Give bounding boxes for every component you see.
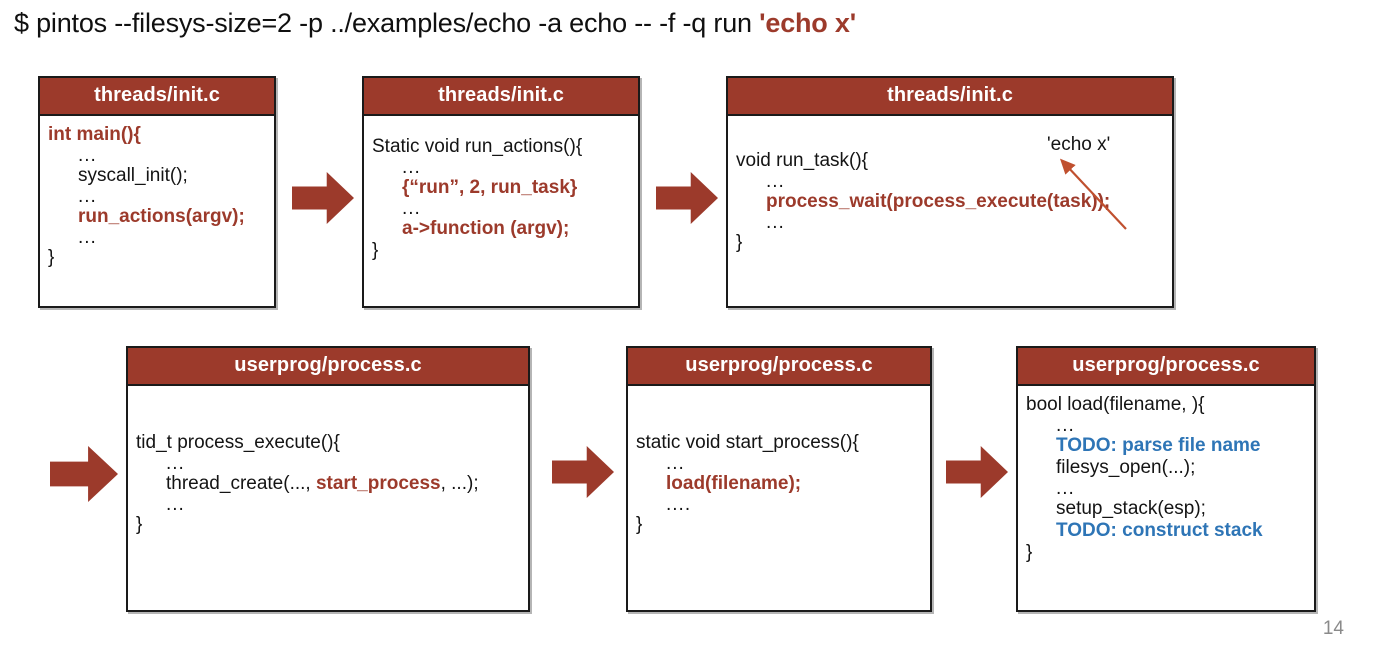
code-line: } xyxy=(736,232,743,254)
code-line: load(filename); xyxy=(666,473,802,495)
code-line-ellipsis: ... xyxy=(766,170,785,192)
code-line: process_wait(process_execute(task)); xyxy=(766,191,1111,213)
code-box-title: threads/init.c xyxy=(40,78,274,116)
code-box-load: userprog/process.c bool load(filename, )… xyxy=(1016,346,1316,612)
command-prefix: $ pintos --filesys-size=2 -p ../examples… xyxy=(14,8,760,38)
code-frag: thread_create(..., xyxy=(166,473,316,495)
code-frag-highlight: start_process xyxy=(315,473,441,495)
code-line: } xyxy=(48,247,55,269)
code-line-todo-parse: TODO: parse file name xyxy=(1056,435,1261,457)
code-line: static void start_process(){ xyxy=(636,432,859,453)
code-line: syscall_init(); xyxy=(78,165,188,187)
page-number: 14 xyxy=(1322,618,1344,639)
code-box-body: bool load(filename, ){ ... TODO: parse f… xyxy=(1018,386,1314,570)
flow-arrow-1 xyxy=(292,172,354,224)
code-box-title: userprog/process.c xyxy=(1018,348,1314,386)
code-spacer xyxy=(136,394,524,420)
flow-arrow-3 xyxy=(50,446,118,502)
code-box-body: static void start_process(){ ... load(fi… xyxy=(628,386,930,542)
code-spacer xyxy=(372,124,634,136)
code-box-process-execute: userprog/process.c tid_t process_execute… xyxy=(126,346,530,612)
code-line-ellipsis: .... xyxy=(666,493,692,515)
flow-arrow-4 xyxy=(552,446,614,498)
code-line-ellipsis: ... xyxy=(1056,414,1075,436)
code-box-title: userprog/process.c xyxy=(628,348,930,386)
code-line-ellipsis: ... xyxy=(78,227,97,248)
code-line: bool load(filename, ){ xyxy=(1026,394,1205,415)
echo-x-annotation-label: 'echo x' xyxy=(1047,134,1111,155)
code-box-init-runactions: threads/init.c Static void run_actions()… xyxy=(362,76,640,308)
code-box-init-runtask: threads/init.c void run_task(){ ... proc… xyxy=(726,76,1174,308)
pintos-command-line: $ pintos --filesys-size=2 -p ../examples… xyxy=(14,8,856,39)
code-frag: , ...); xyxy=(440,473,479,495)
code-line: Static void run_actions(){ xyxy=(372,136,583,157)
code-line-ellipsis: ... xyxy=(166,452,185,474)
code-line: tid_t process_execute(){ xyxy=(136,432,340,453)
code-line-ellipsis: ... xyxy=(78,144,97,166)
code-box-title: userprog/process.c xyxy=(128,348,528,386)
code-line-ellipsis: ... xyxy=(402,156,421,178)
code-line-ellipsis: ... xyxy=(766,211,785,233)
code-line: } xyxy=(372,240,379,261)
code-line-ellipsis: ... xyxy=(78,185,97,207)
code-line: setup_stack(esp); xyxy=(1056,498,1206,519)
code-line: } xyxy=(1026,541,1033,563)
code-box-body: void run_task(){ ... process_wait(proces… xyxy=(728,116,1172,260)
command-highlight-arg: 'echo x' xyxy=(759,8,856,38)
code-spacer xyxy=(136,420,524,432)
code-line: filesys_open(...); xyxy=(1056,456,1196,478)
code-line: run_actions(argv); xyxy=(78,206,245,228)
code-box-body: tid_t process_execute(){ ... thread_crea… xyxy=(128,386,528,542)
code-line-ellipsis: ... xyxy=(166,493,185,515)
code-line-ellipsis: ... xyxy=(666,452,685,474)
code-box-title: threads/init.c xyxy=(364,78,638,116)
code-line-todo-stack: TODO: construct stack xyxy=(1056,519,1263,541)
code-box-init-main: threads/init.c int main(){ ... syscall_i… xyxy=(38,76,276,308)
code-box-start-process: userprog/process.c static void start_pro… xyxy=(626,346,932,612)
code-line: } xyxy=(136,514,143,536)
flow-arrow-5 xyxy=(946,446,1008,498)
code-line: int main(){ xyxy=(48,124,141,145)
code-spacer xyxy=(636,394,926,420)
code-line: void run_task(){ xyxy=(736,150,869,171)
code-box-body: Static void run_actions(){ ... {“run”, 2… xyxy=(364,116,638,268)
code-line-ellipsis: ... xyxy=(402,197,421,219)
code-box-title: threads/init.c xyxy=(728,78,1172,116)
code-line-thread-create: thread_create(..., start_process, ...); xyxy=(136,473,524,495)
code-box-body: int main(){ ... syscall_init(); ... run_… xyxy=(40,116,274,275)
code-line: {“run”, 2, run_task} xyxy=(402,177,578,199)
code-spacer xyxy=(636,420,926,432)
code-line: a->function (argv); xyxy=(402,218,570,240)
code-line: } xyxy=(636,514,643,536)
code-line-ellipsis: ... xyxy=(1056,477,1075,499)
flow-arrow-2 xyxy=(656,172,718,224)
